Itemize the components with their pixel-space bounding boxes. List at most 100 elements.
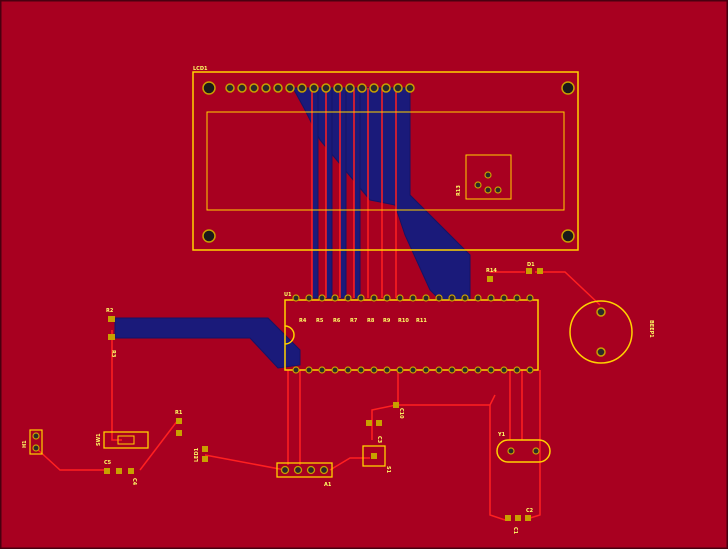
lcd-mount-hole-br	[561, 229, 575, 243]
u1-pin	[331, 294, 339, 302]
u1-pin	[474, 366, 482, 374]
r13-footprint	[465, 154, 512, 200]
led1-pad-2	[202, 456, 208, 462]
c1-pad-2	[515, 515, 521, 521]
pot-pad-2	[474, 181, 482, 189]
u1-pin	[461, 366, 469, 374]
r6-label: R6	[333, 318, 341, 324]
d1-label: D1	[527, 262, 535, 268]
lcd-mount-hole-bl	[202, 229, 216, 243]
lcd-pin	[321, 83, 331, 93]
lcd-mount-hole-tl	[202, 81, 216, 95]
r7-label: R7	[350, 318, 358, 324]
r14-label: R14	[486, 268, 497, 274]
r2-label: R2	[106, 308, 114, 314]
u1-notch	[284, 325, 295, 345]
u1-pin	[422, 366, 430, 374]
u1-pin	[435, 294, 443, 302]
c10-pad-1	[393, 402, 399, 408]
r14-pad	[487, 276, 493, 282]
u1-label: U1	[284, 292, 292, 298]
u1-pin	[448, 366, 456, 374]
u1-pins-top	[292, 294, 534, 302]
sw1-slider	[117, 435, 135, 445]
sw1-outline	[103, 431, 149, 449]
a1-outline	[276, 462, 333, 478]
ic-u1: U1	[284, 292, 539, 374]
u1-pin	[435, 366, 443, 374]
sw1-label: SW1	[96, 433, 102, 446]
reset-group: C3 S1 C10	[362, 402, 404, 474]
u1-pin	[500, 366, 508, 374]
d1-pad-2	[537, 268, 543, 274]
beep1-outline	[569, 300, 633, 364]
trace-beep	[535, 271, 601, 306]
u1-pin	[383, 366, 391, 374]
c10-label: C10	[398, 408, 404, 419]
r1-label: R1	[175, 410, 183, 416]
bus-strip-1	[311, 87, 319, 299]
c5-label: C5	[104, 460, 112, 466]
u1-pin	[500, 294, 508, 302]
header-a1: A1	[276, 462, 333, 488]
lcd-pin	[405, 83, 415, 93]
r11-label: R11	[416, 318, 427, 324]
trace-r2-sw	[111, 330, 122, 441]
r8-label: R8	[367, 318, 375, 324]
r2-pad-2	[108, 334, 115, 340]
u1-pin	[318, 366, 326, 374]
left-components: R2 R3 SW1 H1 C5 C4	[22, 308, 149, 486]
led1-pad-1	[202, 446, 208, 452]
u1-pin	[396, 366, 404, 374]
trace-r1	[139, 419, 179, 471]
h1-pin-2	[32, 444, 40, 452]
u1-pin	[487, 366, 495, 374]
crystal-group: Y1 C1 C2	[496, 432, 551, 535]
c2-label: C2	[526, 508, 534, 514]
c1-pad-1	[505, 515, 511, 521]
u1-pin	[370, 294, 378, 302]
buzzer-beep1: BEEP1	[569, 300, 654, 364]
s1-pad	[371, 453, 377, 459]
u1-pin	[331, 366, 339, 374]
y1-pin-1	[507, 447, 515, 455]
r3-label: R3	[110, 350, 116, 358]
lcd-pin	[393, 83, 403, 93]
lcd-pin	[273, 83, 283, 93]
y1-label: Y1	[497, 432, 506, 438]
lcd-label: LCD1	[193, 66, 208, 72]
r13-label: R13	[456, 185, 462, 196]
beep1-pin-1	[596, 307, 606, 317]
lcd-pin	[225, 83, 235, 93]
lcd-mount-hole-tr	[561, 81, 575, 95]
u1-pin	[370, 366, 378, 374]
bus-traces	[311, 88, 397, 298]
a1-pin	[280, 465, 290, 475]
lcd-pin	[333, 83, 343, 93]
c2-pad-1	[525, 515, 531, 521]
y1-outline	[496, 439, 551, 463]
u1-pin	[409, 294, 417, 302]
y1-pin-2	[532, 447, 540, 455]
s1-outline	[362, 445, 386, 467]
u1-pin	[422, 294, 430, 302]
r1-led-group: R1 LED1	[175, 410, 208, 462]
u1-pin	[513, 294, 521, 302]
u1-pin	[409, 366, 417, 374]
bus-strip-3	[339, 87, 347, 299]
h1-label: H1	[22, 440, 28, 448]
u1-pin	[526, 294, 534, 302]
r5-label: R5	[316, 318, 324, 324]
u1-pin	[396, 294, 404, 302]
c4-pad-1	[128, 468, 134, 474]
lcd-module: R13 LCD1	[192, 66, 579, 251]
u1-pin	[292, 366, 300, 374]
u1-pin	[318, 294, 326, 302]
lcd-pin	[357, 83, 367, 93]
r4-label: R4	[299, 318, 307, 324]
r10-label: R10	[398, 318, 409, 324]
u1-pin	[474, 294, 482, 302]
u1-pin	[357, 294, 365, 302]
u1-pin	[487, 294, 495, 302]
lcd-pin	[309, 83, 319, 93]
